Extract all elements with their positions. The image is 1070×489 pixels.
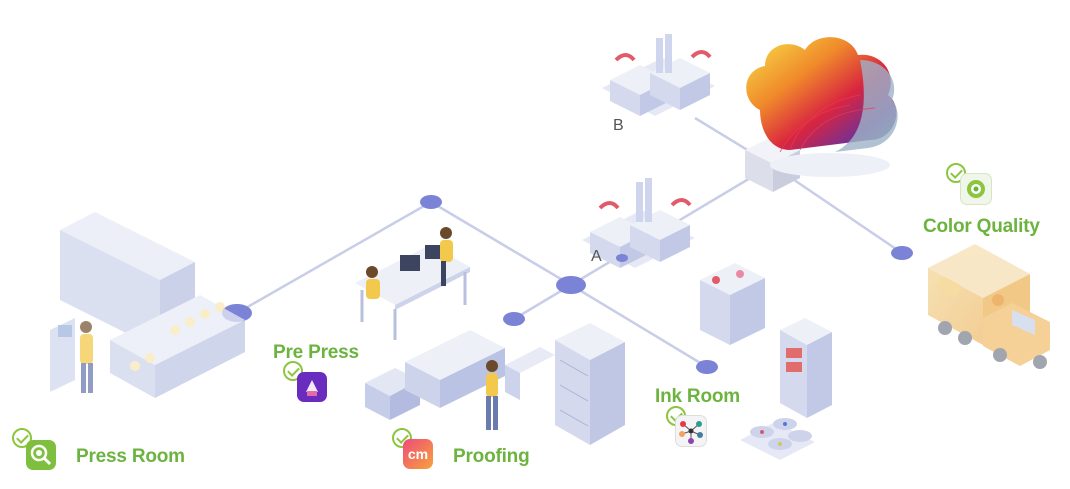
- ink-network-icon[interactable]: [675, 415, 707, 447]
- node-hub-top: [420, 195, 442, 209]
- factory-a-illustration: [582, 178, 695, 268]
- proofing-label: Proofing: [453, 446, 530, 467]
- network-nodes: [222, 195, 913, 374]
- proofing-equipment-illustration: [365, 323, 625, 445]
- site-label-b: B: [613, 117, 624, 134]
- color-cloud-illustration: [746, 37, 898, 177]
- node-proofing: [503, 312, 525, 326]
- prepress-office-illustration: [355, 227, 470, 340]
- node-color-quality: [891, 246, 913, 260]
- ink-drums: [740, 418, 815, 460]
- printing-press-illustration: [50, 212, 245, 398]
- cm-logo-text: cm: [407, 446, 429, 462]
- factory-b-illustration: [602, 34, 715, 116]
- color-quality-label: Color Quality: [923, 216, 1040, 237]
- site-label-a: A: [591, 248, 602, 265]
- pre-press-label: Pre Press: [273, 342, 359, 363]
- node-hub-center: [556, 276, 586, 294]
- ink-room-label: Ink Room: [655, 386, 740, 407]
- ink-room-illustration: [700, 263, 832, 460]
- cm-app-icon[interactable]: cm: [403, 439, 433, 469]
- color-swatch-icon[interactable]: [297, 372, 327, 402]
- press-room-label: Press Room: [76, 446, 185, 467]
- magnifier-gear-icon[interactable]: [26, 440, 56, 470]
- delivery-truck-illustration: [928, 244, 1050, 369]
- node-ink-room: [696, 360, 718, 374]
- target-icon[interactable]: [960, 173, 992, 205]
